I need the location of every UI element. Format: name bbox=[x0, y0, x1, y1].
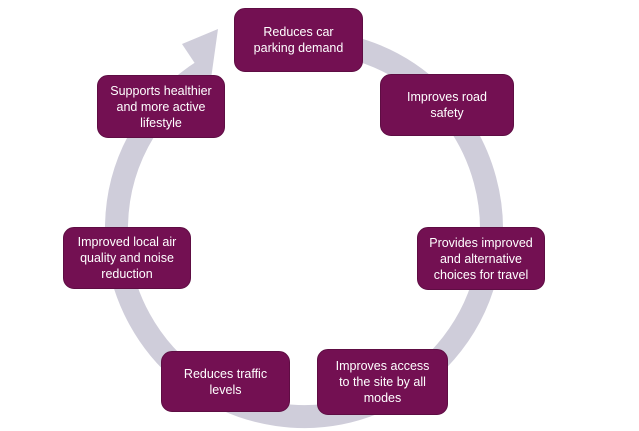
cycle-step-label: Improved local air quality and noise red… bbox=[77, 235, 177, 281]
cycle-step-label: Provides improved and alternative choice… bbox=[429, 235, 533, 282]
cycle-step-road-safety: Improves road safety bbox=[380, 74, 514, 136]
cycle-step-site-access: Improves access to the site by all modes bbox=[317, 349, 448, 415]
cycle-step-air-quality: Improved local air quality and noise red… bbox=[63, 227, 191, 289]
cycle-step-label: Improves access to the site by all modes bbox=[335, 359, 430, 405]
cycle-step-label: Reduces traffic levels bbox=[183, 366, 268, 397]
cycle-step-traffic-levels: Reduces traffic levels bbox=[161, 351, 290, 412]
cycle-step-label: Reduces car parking demand bbox=[253, 25, 344, 55]
cycle-step-healthy-lifestyle: Supports healthier and more active lifes… bbox=[97, 75, 225, 138]
cycle-step-label: Improves road safety bbox=[407, 90, 487, 120]
cycle-arrow-head-icon bbox=[182, 29, 218, 86]
cycle-step-label: Supports healthier and more active lifes… bbox=[110, 83, 212, 130]
cycle-step-travel-choices: Provides improved and alternative choice… bbox=[417, 227, 545, 290]
cycle-step-reduces-parking: Reduces car parking demand bbox=[234, 8, 363, 72]
